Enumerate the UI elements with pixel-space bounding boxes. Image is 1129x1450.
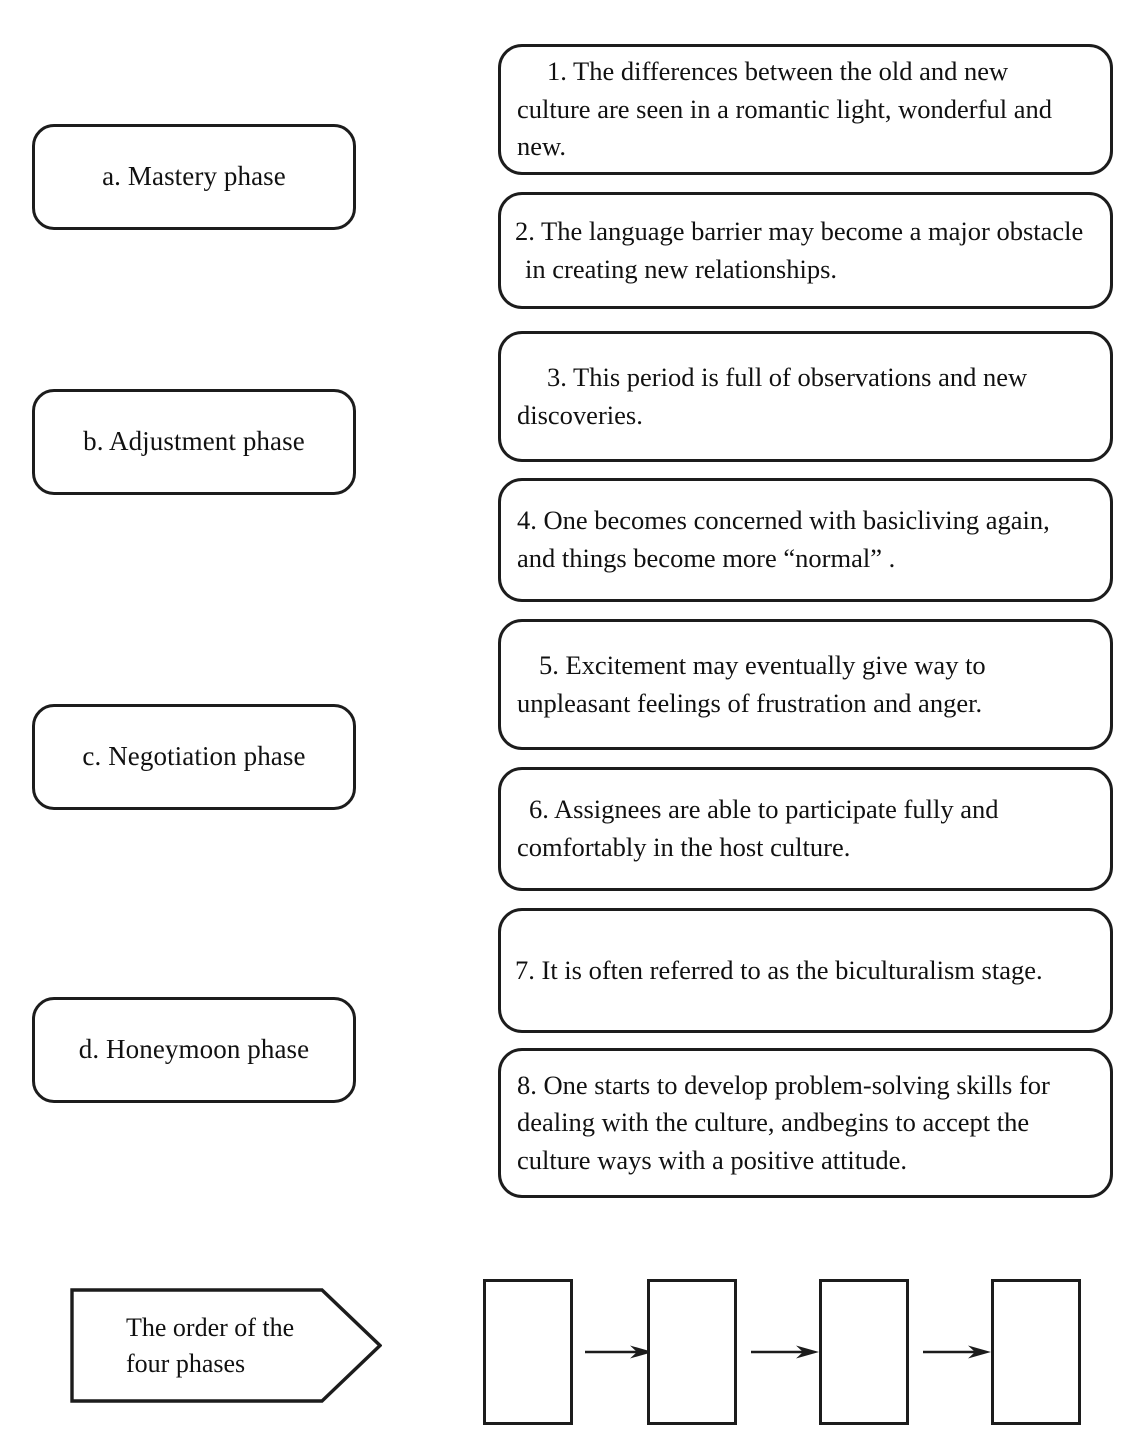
statement-text-8: 8. One starts to develop problem-solving… xyxy=(517,1069,1057,1175)
phase-box-negotiation[interactable]: c. Negotiation phase xyxy=(32,704,356,810)
statement-box-7[interactable]: 7. It is often referred to as the bicult… xyxy=(498,908,1113,1033)
statement-text-7: 7. It is often referred to as the bicult… xyxy=(515,954,1043,985)
answer-slot-2[interactable] xyxy=(647,1279,737,1425)
statement-box-2[interactable]: 2. The language barrier may become a maj… xyxy=(498,192,1113,309)
order-of-phases-label: The order of the four phases xyxy=(126,1312,295,1378)
statement-box-3[interactable]: 3. This period is full of observations a… xyxy=(498,331,1113,462)
statement-text-2: 2. The language barrier may become a maj… xyxy=(515,215,1090,284)
answer-sequence-row xyxy=(483,1279,1091,1425)
statement-box-1[interactable]: 1. The differences between the old and n… xyxy=(498,44,1113,175)
answer-slot-1[interactable] xyxy=(483,1279,573,1425)
statement-text-4: 4. One becomes concerned with basiclivin… xyxy=(517,505,1057,573)
statement-text-1: 1. The differences between the old and n… xyxy=(517,56,1059,162)
statement-text-6: 6. Assignees are able to participate ful… xyxy=(517,794,1006,862)
phase-box-mastery[interactable]: a. Mastery phase xyxy=(32,124,356,230)
statement-text-3: 3. This period is full of observations a… xyxy=(517,361,1034,430)
flow-arrow-icon-3 xyxy=(923,1343,991,1361)
answer-slot-4[interactable] xyxy=(991,1279,1081,1425)
statement-box-4[interactable]: 4. One becomes concerned with basiclivin… xyxy=(498,478,1113,602)
flow-arrow-icon-1 xyxy=(585,1343,653,1361)
statement-text-5: 5. Excitement may eventually give way to… xyxy=(517,649,993,718)
phase-box-honeymoon[interactable]: d. Honeymoon phase xyxy=(32,997,356,1103)
order-of-phases-banner: The order of the four phases xyxy=(70,1287,382,1404)
statement-box-6[interactable]: 6. Assignees are able to participate ful… xyxy=(498,767,1113,891)
phase-label-negotiation: c. Negotiation phase xyxy=(82,741,306,772)
pentagon-arrow-shape xyxy=(70,1288,382,1403)
statement-box-8[interactable]: 8. One starts to develop problem-solving… xyxy=(498,1048,1113,1198)
statement-box-5[interactable]: 5. Excitement may eventually give way to… xyxy=(498,619,1113,750)
flow-arrow-icon-2 xyxy=(751,1343,819,1361)
phase-box-adjustment[interactable]: b. Adjustment phase xyxy=(32,389,356,495)
phase-label-adjustment: b. Adjustment phase xyxy=(83,426,305,457)
phase-label-mastery: a. Mastery phase xyxy=(102,161,286,192)
phase-label-honeymoon: d. Honeymoon phase xyxy=(78,1034,310,1065)
answer-slot-3[interactable] xyxy=(819,1279,909,1425)
